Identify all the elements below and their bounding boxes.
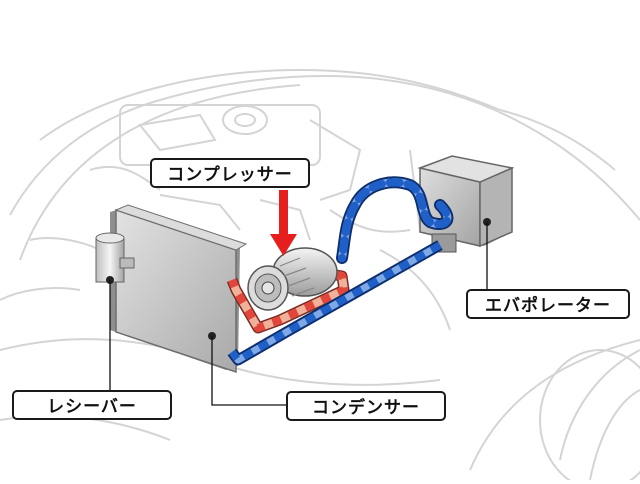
label-receiver: レシーバー bbox=[12, 390, 172, 420]
label-condenser: コンデンサー bbox=[286, 391, 446, 421]
label-evaporator: エバポレーター bbox=[466, 289, 630, 319]
compressor-arrow bbox=[270, 190, 297, 256]
leader-lines bbox=[109, 222, 488, 406]
cold-pipes bbox=[227, 176, 454, 366]
hot-pipe bbox=[226, 266, 350, 334]
label-compressor: コンプレッサー bbox=[150, 158, 310, 188]
evaporator bbox=[417, 155, 515, 253]
compressor bbox=[247, 247, 338, 311]
condenser bbox=[110, 204, 248, 374]
